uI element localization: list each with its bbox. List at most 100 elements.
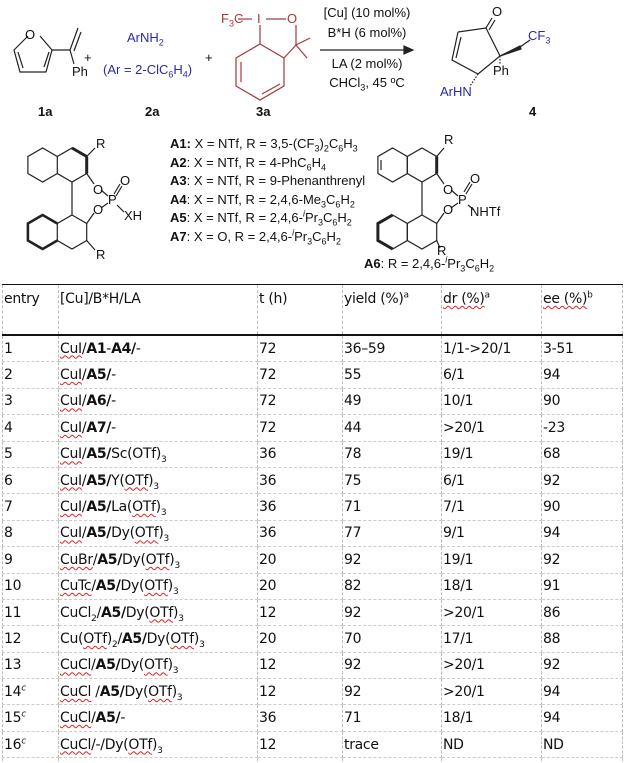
entry-number: 15 [4,710,22,727]
catalyst-segment: OTf [144,578,168,595]
t-cell: 20 [257,546,343,574]
phenyl-label-1a: Ph [72,64,88,79]
condition-lewis-acid: LA (2 mol%) [331,56,403,71]
entry-number: 10 [4,578,22,595]
entry-number: 14 [4,683,22,700]
catalyst-segment: ) [158,525,164,542]
dr-value: 18/1 [443,578,474,595]
catalyst-segment: OTf [149,604,174,621]
text: H [479,256,490,271]
aniline-formula: ArNH2 [127,30,164,47]
t-value: 72 [259,419,277,436]
t-cell: 12 [257,731,343,759]
r-label: R [444,132,454,147]
catalyst-segment: 3 [153,481,159,492]
catalyst-segment: CuCl [60,736,92,753]
yield-value: 78 [344,446,362,463]
ee-cell: 94 [541,361,623,389]
dr-value: 6/1 [443,472,465,489]
subscript: 3 [460,263,466,274]
catalyst-segment: ) [171,683,177,700]
yield-cell: 92 [342,652,442,680]
catalyst-segment: Dy( [120,578,145,595]
togni-reagent-structure-3a [235,18,311,101]
catalyst-def-a7: A7: X = O, R = 2,4,6-iPr3C6H2 [170,228,365,247]
yield-value: 71 [344,710,362,727]
catalyst-segment: ) [167,657,173,674]
ee-value: 94 [543,710,561,727]
ee-value: -23 [543,419,565,436]
catalyst-segment: A5/ [121,630,147,647]
catalyst-cell: Cu(OTf)2/A5/Dy(OTf)3 [58,625,258,653]
subscript: 4 [182,69,188,80]
yield-value: 49 [344,393,362,410]
catalyst-segment: / [81,525,87,542]
yield-cell: 55 [342,361,442,389]
dr-value: 17/1 [443,630,474,647]
oxygen-label: O [443,202,454,217]
text: F [221,11,229,26]
t-value: 72 [259,340,277,357]
subscript: 6 [335,199,341,210]
subscript: 6 [332,217,338,228]
t-value: 12 [259,683,277,700]
text: , 45 ºC [365,75,405,90]
entry-cell: 6 [2,467,59,495]
catalyst-segment: / [81,367,87,384]
dr-cell: 17/1 [441,625,542,653]
t-cell: 36 [257,704,343,732]
catalyst-segment: 3 [160,507,167,518]
header-label: t (h) [259,291,288,307]
catalyst-segment: ) [106,630,112,647]
yield-cell: 71 [342,704,442,732]
phosphorus-label: P [458,192,467,207]
catalyst-segment: / [91,657,96,674]
catalyst-cell: CuI/A1-A4/- [58,335,258,363]
ee-value: 91 [543,578,561,595]
yield-value: 92 [344,604,362,621]
dr-cell: 10/1 [441,388,542,416]
catalyst-segment: A5/ [95,578,121,595]
subscript: 6 [321,236,327,247]
entry-cell: 9 [2,546,59,574]
yield-cell: 36–59 [342,335,442,363]
catalyst-segment: ) [151,736,158,753]
dr-value: ND [443,736,464,753]
yield-cell: 71 [342,493,442,521]
catalyst-segment: Dy( [122,551,146,568]
catalyst-segment: La( [111,499,133,516]
oxygen-label: O [93,182,104,197]
compound-label-2a: 2a [145,104,160,119]
ee-cell: 68 [541,441,623,468]
catalyst-segment: 3 [157,745,163,756]
subscript: 3 [307,236,313,247]
ee-cell: 90 [541,493,623,521]
ee-cell: 92 [541,546,623,574]
catalyst-cell: CuI/A5/Y(OTf)3 [58,467,258,495]
catalyst-segment: CuI [60,393,82,410]
subscript: 3 [352,143,358,154]
entry-number: 2 [4,367,13,384]
furan-oxygen-label: O [25,27,36,42]
dr-cell: 18/1 [441,573,542,600]
xh-label: XH [124,208,143,223]
catalyst-segment: / [81,472,87,489]
entry-number: 16 [4,736,22,753]
subscript: 6 [306,162,312,173]
catalyst-segment: CuCl [60,657,92,674]
subscript: 2 [489,263,495,274]
catalyst-segment: OTf [148,683,172,700]
t-cell: 20 [257,573,343,600]
text: H [343,136,353,151]
dr-cell: ND [441,731,542,759]
ee-value: 88 [543,630,561,647]
footnote-marker: c [21,735,26,746]
t-value: 12 [259,657,277,674]
